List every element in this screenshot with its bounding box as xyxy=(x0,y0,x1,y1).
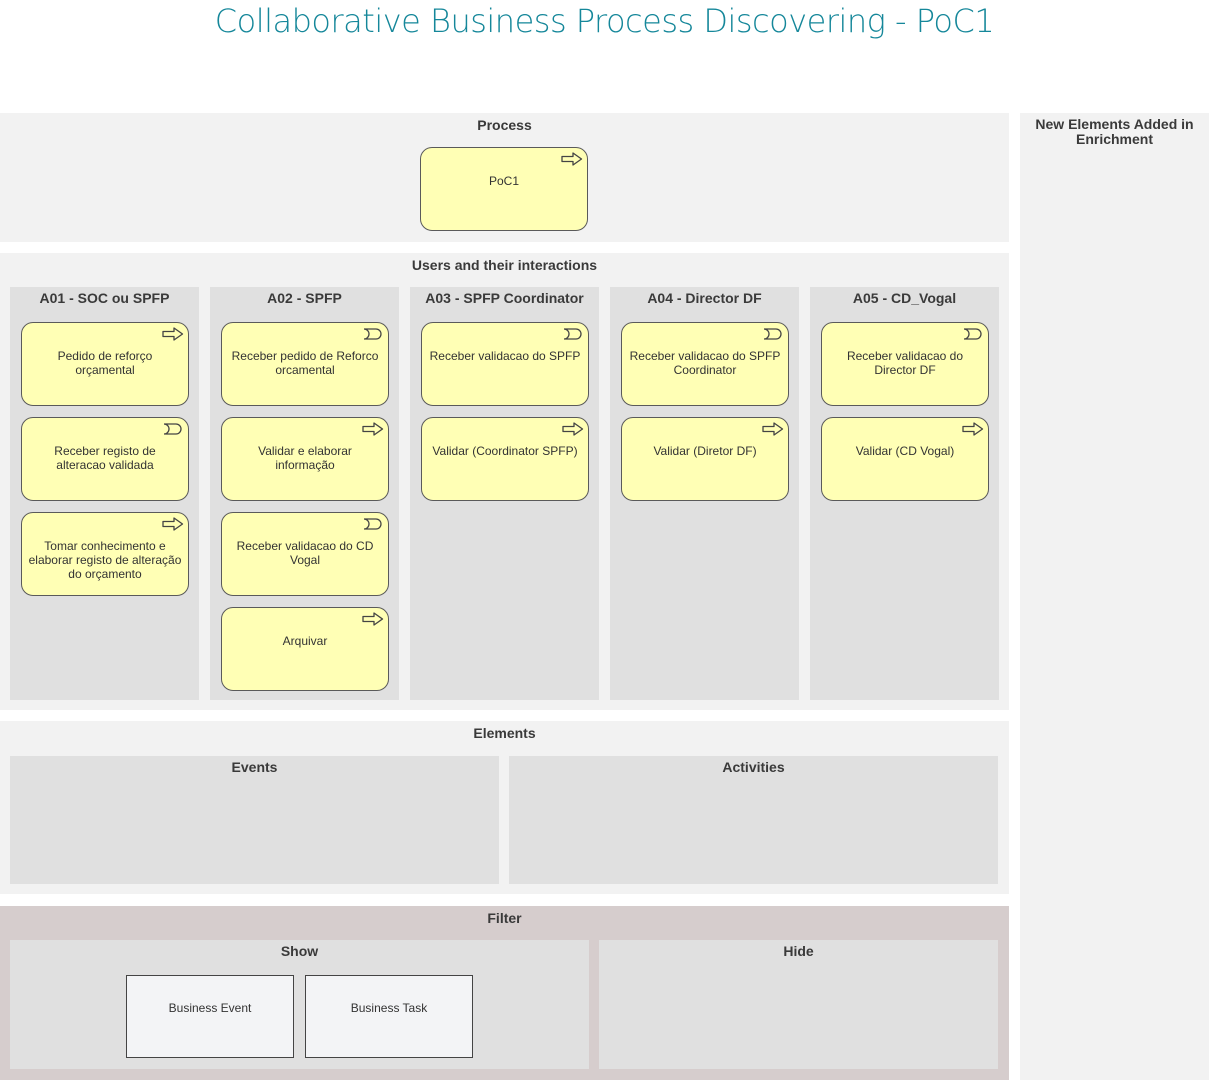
activity-node-label: Receber validacao do SPFP Coordinator xyxy=(629,349,781,377)
activity-node-label: Receber validacao do SPFP xyxy=(429,349,581,363)
hide-label: Hide xyxy=(783,943,814,959)
activities-label: Activities xyxy=(722,759,785,775)
activity-node[interactable]: Validar (CD Vogal) xyxy=(821,417,989,501)
activity-node-label: Tomar conhecimento e elaborar registo de… xyxy=(28,539,182,581)
activity-node[interactable]: Receber validacao do Director DF xyxy=(821,322,989,406)
process-panel: Process PoC1 xyxy=(0,113,1009,242)
event-icon xyxy=(363,328,382,340)
event-icon xyxy=(563,328,582,340)
process-node[interactable]: PoC1 xyxy=(420,147,588,231)
legend-business-task[interactable]: Business Task xyxy=(305,975,473,1058)
lane-header: A05 - CD_Vogal xyxy=(852,290,957,306)
activity-node-label: Validar e elaborar informação xyxy=(258,444,352,472)
activity-node[interactable]: Receber pedido de Reforco orcamental xyxy=(221,322,389,406)
page-title: Collaborative Business Process Discoveri… xyxy=(214,2,995,40)
process-arrow-icon xyxy=(362,422,384,436)
process-arrow-icon xyxy=(162,327,184,341)
events-box: Events xyxy=(10,756,499,884)
process-node-label: PoC1 xyxy=(488,174,520,188)
process-arrow-icon xyxy=(362,612,384,626)
process-arrow-icon xyxy=(162,517,184,531)
activity-node-label: Validar (Coordinator SPFP) xyxy=(432,444,578,458)
activity-node[interactable]: Arquivar xyxy=(221,607,389,691)
process-arrow-icon xyxy=(561,152,583,166)
legend-business-event[interactable]: Business Event xyxy=(126,975,294,1058)
users-header: Users and their interactions xyxy=(411,257,598,273)
activity-node[interactable]: Receber validacao do SPFP Coordinator xyxy=(621,322,789,406)
lane-header: A01 - SOC ou SPFP xyxy=(39,290,170,306)
events-label: Events xyxy=(231,759,278,775)
event-icon xyxy=(163,423,182,435)
activity-node[interactable]: Validar (Coordinator SPFP) xyxy=(421,417,589,501)
activity-node-label: Receber pedido de Reforco orcamental xyxy=(231,349,379,377)
activities-box: Activities xyxy=(509,756,998,884)
filter-header: Filter xyxy=(487,910,522,926)
elements-panel: Elements Events Activities xyxy=(0,721,1009,894)
activity-node-label: Receber registo de alteracao validada xyxy=(54,444,156,472)
enrichment-header: New Elements Added in Enrichment xyxy=(1035,116,1194,147)
activity-node-label: Receber validacao do CD Vogal xyxy=(236,539,374,567)
lane-header: A03 - SPFP Coordinator xyxy=(425,290,584,306)
process-arrow-icon xyxy=(962,422,984,436)
users-panel: Users and their interactions A01 - SOC o… xyxy=(0,253,1009,710)
activity-node[interactable]: Validar e elaborar informação xyxy=(221,417,389,501)
activity-node[interactable]: Tomar conhecimento e elaborar registo de… xyxy=(21,512,189,596)
filter-panel: Filter Show Business Event Business Task… xyxy=(0,906,1009,1080)
legend-business-task-label: Business Task xyxy=(350,1001,428,1015)
show-box: Show Business Event Business Task xyxy=(10,940,589,1069)
activity-node-label: Receber validacao do Director DF xyxy=(846,349,964,377)
lane-1: A01 - SOC ou SPFP Pedido de reforço orçam… xyxy=(10,287,199,700)
lane-header: A04 - Director DF xyxy=(647,290,762,306)
event-icon xyxy=(363,518,382,530)
activity-node-label: Pedido de reforço orçamental xyxy=(57,349,153,377)
lane-header: A02 - SPFP xyxy=(267,290,342,306)
activity-node[interactable]: Receber registo de alteracao validada xyxy=(21,417,189,501)
lane-4: A04 - Director DF Receber validacao do SP… xyxy=(610,287,799,700)
event-icon xyxy=(763,328,782,340)
activity-node-label: Validar (CD Vogal) xyxy=(855,444,955,458)
activity-node-label: Validar (Diretor DF) xyxy=(653,444,757,458)
activity-node[interactable]: Receber validacao do SPFP xyxy=(421,322,589,406)
enrichment-panel: New Elements Added in Enrichment xyxy=(1020,113,1209,1080)
lane-2: A02 - SPFP Receber pedido de Reforco orca… xyxy=(210,287,399,700)
activity-node[interactable]: Receber validacao do CD Vogal xyxy=(221,512,389,596)
process-arrow-icon xyxy=(762,422,784,436)
activity-node[interactable]: Validar (Diretor DF) xyxy=(621,417,789,501)
process-header: Process xyxy=(477,117,532,133)
hide-box: Hide xyxy=(599,940,998,1069)
legend-business-event-label: Business Event xyxy=(168,1001,252,1015)
process-arrow-icon xyxy=(562,422,584,436)
event-icon xyxy=(963,328,982,340)
elements-header: Elements xyxy=(473,725,536,741)
activity-node-label: Arquivar xyxy=(282,634,328,648)
show-label: Show xyxy=(280,943,319,959)
activity-node[interactable]: Pedido de reforço orçamental xyxy=(21,322,189,406)
